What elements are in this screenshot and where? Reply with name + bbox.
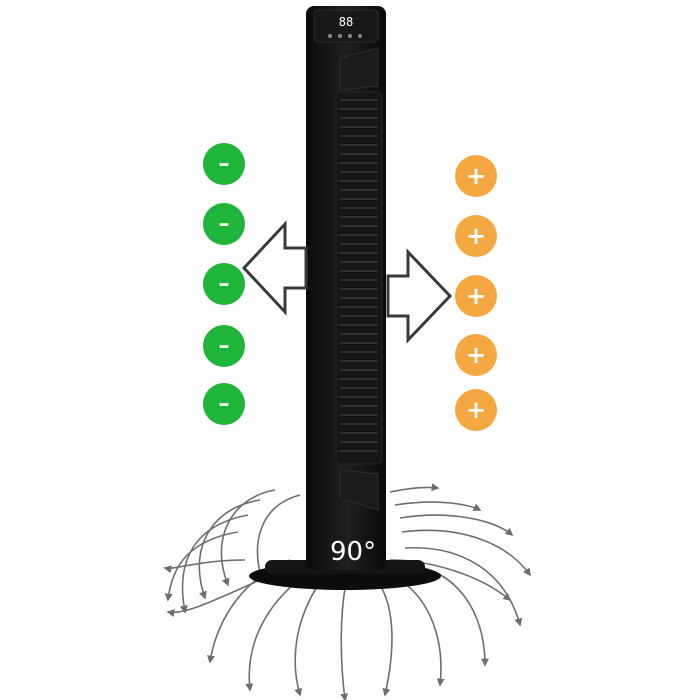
lower-grille [339, 469, 379, 511]
plus-icon: + [466, 396, 486, 424]
plus-icon: + [466, 162, 486, 190]
minus-icon: – [219, 334, 230, 359]
minus-icon: – [219, 152, 230, 177]
minus-indicator: – [203, 143, 245, 185]
plus-indicators: + + + + + [455, 155, 497, 431]
plus-icon: + [466, 341, 486, 369]
oscillation-angle-label: 90° [330, 537, 376, 567]
plus-indicator: + [455, 334, 497, 376]
plus-icon: + [466, 222, 486, 250]
minus-indicator: – [203, 203, 245, 245]
minus-icon: – [219, 272, 230, 297]
timer-button-icon[interactable] [358, 34, 362, 38]
outline-arrow-right-icon [386, 248, 453, 344]
main-grille [335, 91, 383, 465]
minus-icon: – [219, 212, 230, 237]
power-button-icon[interactable] [328, 34, 332, 38]
minus-indicators: – – – – – [203, 143, 245, 425]
plus-indicator: + [455, 215, 497, 257]
grille-slats [340, 99, 378, 452]
plus-indicator: + [455, 155, 497, 197]
upper-grille [339, 47, 379, 91]
plus-icon: + [466, 282, 486, 310]
mode-button-icon[interactable] [348, 34, 352, 38]
display-reading: 88 [339, 15, 353, 29]
minus-indicator: – [203, 383, 245, 425]
minus-indicator: – [203, 325, 245, 367]
minus-icon: – [219, 392, 230, 417]
minus-indicator: – [203, 263, 245, 305]
plus-indicator: + [455, 275, 497, 317]
plus-indicator: + [455, 389, 497, 431]
speed-button-icon[interactable] [338, 34, 342, 38]
control-buttons [328, 34, 362, 38]
outline-arrow-left-icon [241, 220, 308, 316]
